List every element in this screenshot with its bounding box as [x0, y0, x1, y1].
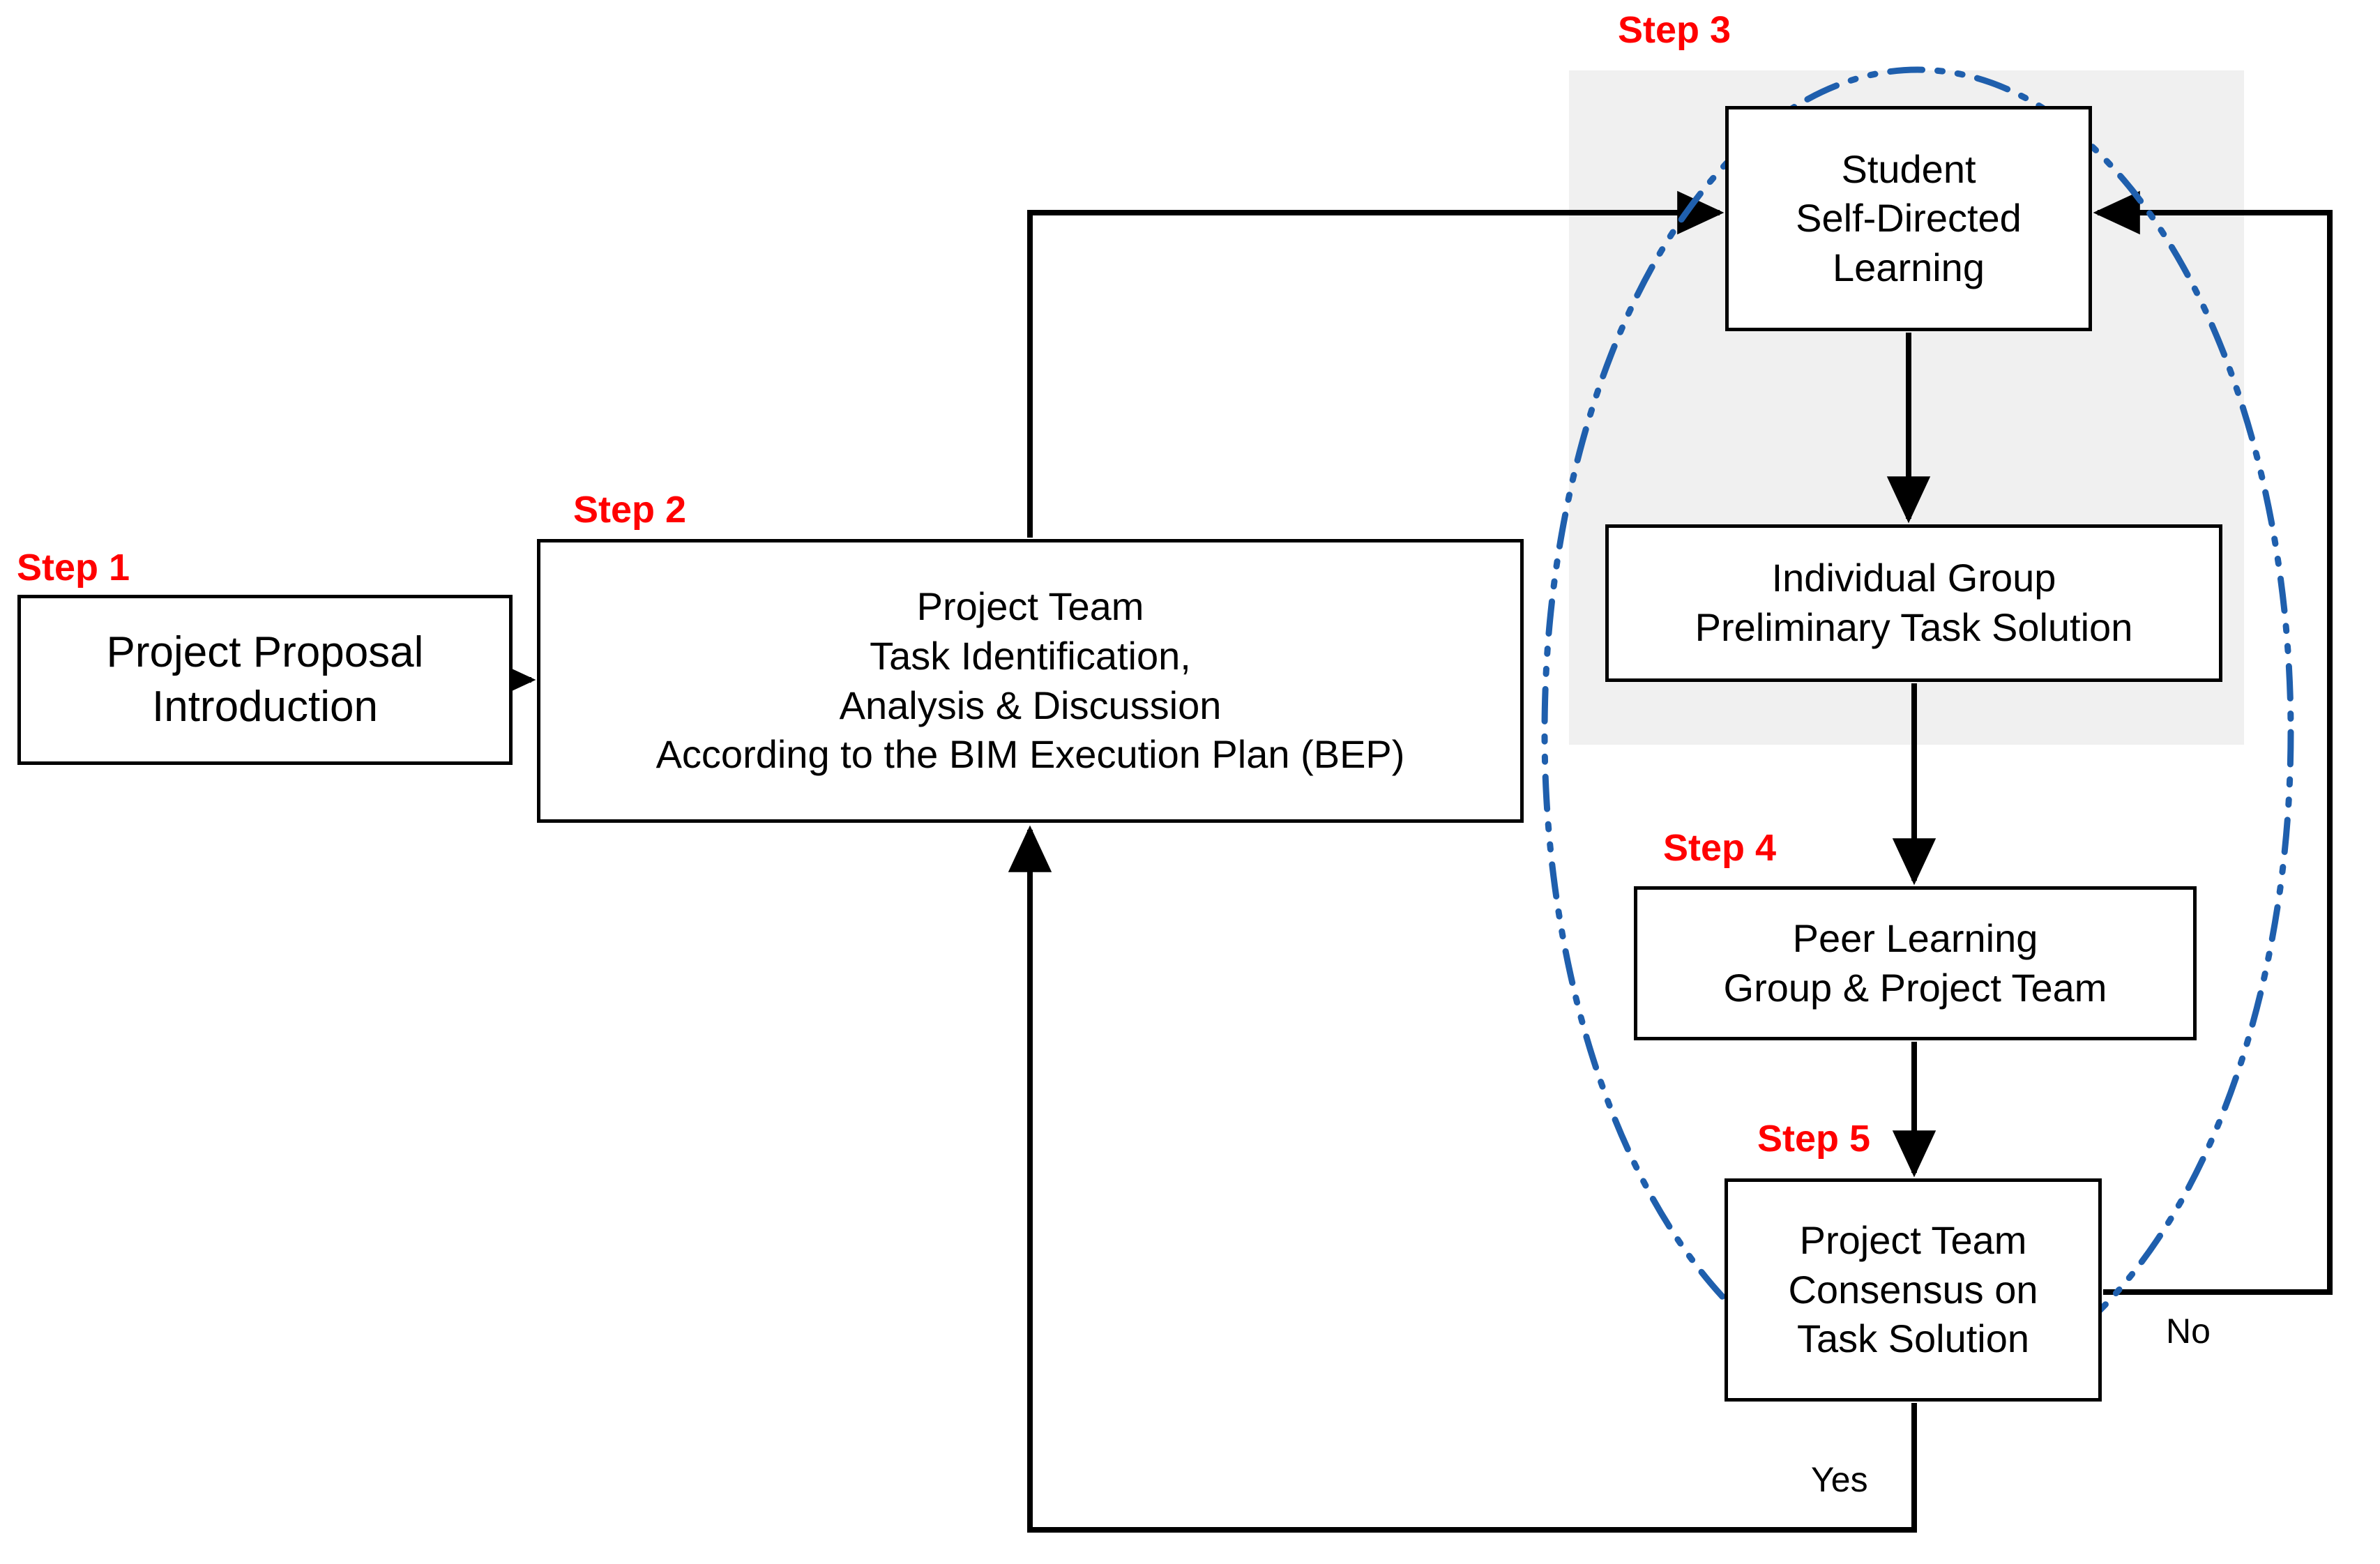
node-line: Analysis & Discussion: [839, 683, 1222, 727]
step-label-4: Step 4: [1663, 827, 1777, 869]
node-peer-learning-group-project-team[interactable]: Peer Learning Group & Project Team: [1634, 886, 2197, 1040]
node-text: Project Proposal Introduction: [21, 625, 509, 734]
edge-label-yes: Yes: [1811, 1460, 1868, 1499]
node-project-team-consensus-on-task-solution[interactable]: Project Team Consensus on Task Solution: [1725, 1178, 2102, 1402]
node-line: Self-Directed: [1796, 196, 2022, 241]
node-text: Student Self-Directed Learning: [1729, 145, 2089, 293]
node-line: Project Team: [916, 584, 1144, 629]
node-line: Introduction: [152, 683, 378, 731]
node-student-self-directed-learning[interactable]: Student Self-Directed Learning: [1725, 106, 2092, 331]
node-text: Project Team Task Identification, Analys…: [540, 582, 1520, 779]
node-line: Preliminary Task Solution: [1695, 605, 2133, 649]
node-line: According to the BIM Execution Plan (BEP…: [655, 732, 1405, 777]
step-label-3: Step 3: [1618, 9, 1731, 51]
edge-label-no: No: [2166, 1312, 2211, 1351]
node-line: Student: [1841, 146, 1976, 191]
node-line: Peer Learning: [1792, 916, 2038, 960]
step-label-5: Step 5: [1757, 1118, 1871, 1160]
step-label-1: Step 1: [17, 547, 130, 589]
node-individual-group-preliminary-task-solution[interactable]: Individual Group Preliminary Task Soluti…: [1605, 524, 2222, 682]
node-text: Peer Learning Group & Project Team: [1637, 914, 2193, 1012]
node-project-team-task-identification[interactable]: Project Team Task Identification, Analys…: [537, 539, 1524, 823]
node-line: Project Proposal: [106, 628, 424, 676]
node-text: Individual Group Preliminary Task Soluti…: [1609, 554, 2219, 652]
node-line: Individual Group: [1771, 556, 2056, 600]
node-line: Task Identification,: [870, 633, 1191, 678]
self-directed-cycle-ellipse: [1541, 66, 2294, 1398]
edge-step2-to-student: [1027, 190, 1725, 538]
node-text: Project Team Consensus on Task Solution: [1728, 1216, 2098, 1364]
node-line: Group & Project Team: [1723, 965, 2107, 1010]
node-project-proposal-introduction[interactable]: Project Proposal Introduction: [17, 595, 513, 765]
node-line: Project Team: [1799, 1218, 2027, 1263]
edge-yes-loop-consensus-to-step2: [1008, 825, 1917, 1533]
node-line: Learning: [1833, 245, 1985, 289]
node-line: Consensus on: [1788, 1267, 2038, 1312]
step-label-2: Step 2: [573, 489, 687, 531]
edge-no-loop-consensus-to-student: [2093, 190, 2333, 1295]
node-line: Task Solution: [1796, 1316, 2030, 1361]
